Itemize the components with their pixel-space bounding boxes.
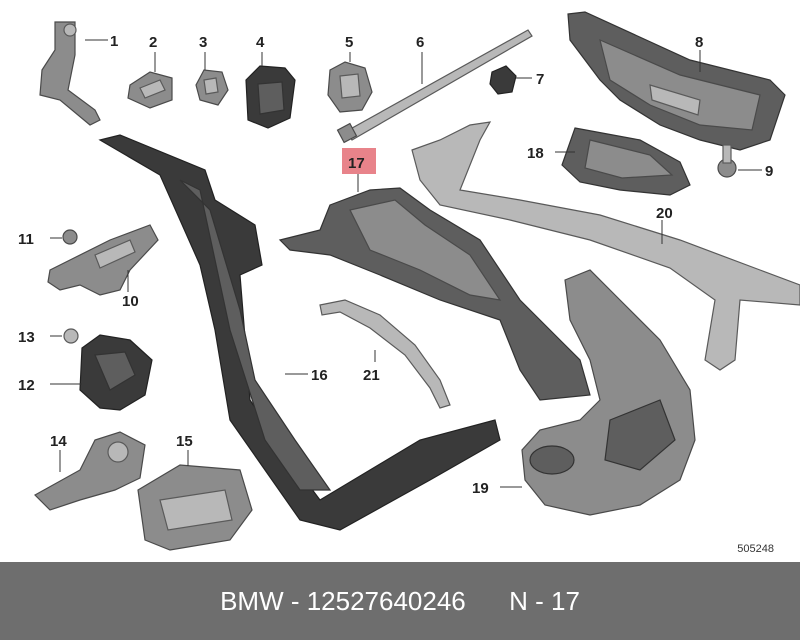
part-18-cover xyxy=(561,127,691,196)
callout-2: 2 xyxy=(149,34,157,51)
callout-8: 8 xyxy=(695,34,703,51)
callout-14: 14 xyxy=(50,433,67,450)
part-12-clip-holder xyxy=(79,334,153,411)
part-3-clip xyxy=(195,69,229,106)
callout-19: 19 xyxy=(472,480,489,497)
callout-13: 13 xyxy=(18,329,35,346)
callout-9: 9 xyxy=(765,163,773,180)
part-15-block xyxy=(137,464,253,551)
part-8-cover-bracket xyxy=(567,11,786,151)
part-number-footer: BMW - 12527640246 N - 17 xyxy=(0,562,800,640)
footer-text: BMW - 12527640246 N - 17 xyxy=(220,585,580,616)
callout-18: 18 xyxy=(527,145,544,162)
callout-7: 7 xyxy=(536,71,544,88)
callout-4: 4 xyxy=(256,34,265,51)
part-9-screw xyxy=(717,144,737,178)
callout-21: 21 xyxy=(363,367,380,384)
callout-10: 10 xyxy=(122,293,139,310)
part-2-clip xyxy=(127,71,173,109)
callout-11: 11 xyxy=(18,231,34,248)
callout-5: 5 xyxy=(345,34,353,51)
part-6-cable-tie xyxy=(336,29,533,144)
part-21-strap xyxy=(319,299,451,409)
part-1-bracket xyxy=(39,21,101,126)
callout-20: 20 xyxy=(656,205,673,222)
part-10-bracket xyxy=(47,224,159,296)
part-5-clip xyxy=(327,61,373,113)
document-number: 505248 xyxy=(737,543,774,555)
part-4-grommet xyxy=(245,65,296,129)
callout-15: 15 xyxy=(176,433,193,450)
callout-3: 3 xyxy=(199,34,207,51)
callout-6: 6 xyxy=(416,34,424,51)
part-14-holder xyxy=(34,431,146,511)
callout-12: 12 xyxy=(18,377,35,394)
part-11-screw xyxy=(62,229,78,245)
part-16-long-bracket xyxy=(98,134,501,531)
part-19-housing xyxy=(521,269,696,516)
part-7-grommet xyxy=(489,65,517,95)
callout-16: 16 xyxy=(311,367,328,384)
callout-17-highlight xyxy=(342,148,376,174)
exploded-parts-diagram: 1 2 3 4 5 xyxy=(18,11,800,551)
part-13-nut xyxy=(63,328,79,344)
callout-17: 17 xyxy=(348,155,365,172)
part-20-rail xyxy=(411,121,800,371)
callout-1: 1 xyxy=(110,33,118,50)
part-17-bracket-highlighted xyxy=(278,187,591,401)
